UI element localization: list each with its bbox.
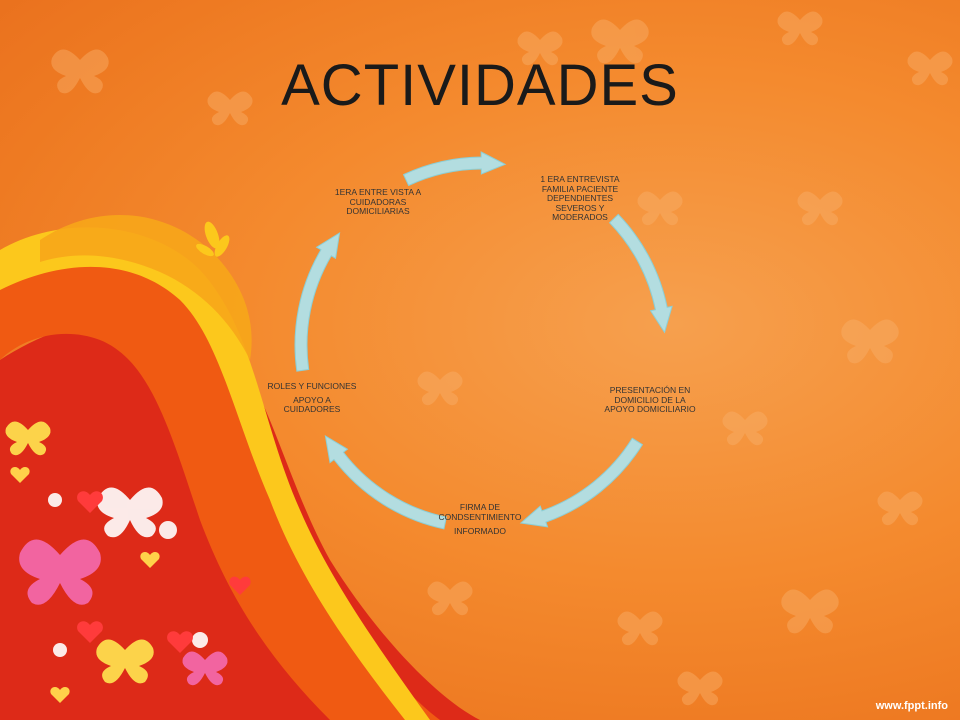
node-line: FAMILIA PACIENTE <box>541 183 619 194</box>
swirl-gold <box>40 214 252 360</box>
node-line: PRESENTACIÓN EN <box>609 385 691 395</box>
cycle-arrow-4 <box>324 435 448 530</box>
node-line: CUIDADORAS <box>349 196 407 207</box>
node-line: DOMICILIARIAS <box>346 206 410 216</box>
tendril-flower <box>196 221 230 257</box>
node-line: CONDSENTIMIENTO <box>438 511 522 522</box>
node-line: DOMICILIO DE LA <box>614 394 686 405</box>
slide-title: ACTIVIDADES <box>281 53 679 118</box>
node-entrevista-cuidadoras: 1ERA ENTRE VISTA A CUIDADORAS DOMICILIAR… <box>318 187 438 217</box>
node-line: 1 ERA ENTREVISTA <box>540 174 620 184</box>
node-line: MODERADOS <box>552 212 608 222</box>
node-line: DEPENDIENTES <box>546 193 614 203</box>
node-line: INFORMADO <box>454 526 506 536</box>
node-line: FIRMA DE <box>459 502 501 512</box>
node-line: CUIDADORES <box>283 404 341 414</box>
node-line: ROLES Y FUNCIONES <box>267 381 357 391</box>
node-line: APOYO DOMICILIARIO <box>604 404 696 414</box>
node-firma-consentimiento: FIRMA DE CONDSENTIMIENTO INFORMADO <box>420 502 540 537</box>
node-line: 1ERA ENTRE VISTA A <box>334 187 422 197</box>
node-entrevista-familia: 1 ERA ENTREVISTA FAMILIA PACIENTE DEPEND… <box>525 174 635 223</box>
node-roles-funciones: ROLES Y FUNCIONES APOYO A CUIDADORES <box>252 381 372 415</box>
cycle-arrow-5 <box>294 231 341 372</box>
swirl-yellow <box>0 227 430 720</box>
node-line: SEVEROS Y <box>555 202 605 213</box>
cycle-arrow-2 <box>608 213 673 334</box>
node-presentacion-domicilio: PRESENTACIÓN EN DOMICILIO DE LA APOYO DO… <box>590 385 710 415</box>
cycle-arrow-1 <box>402 151 507 187</box>
red-area-decorations <box>5 421 251 703</box>
cycle-arrow-3 <box>519 437 644 528</box>
node-line: APOYO A <box>293 394 331 405</box>
footer-website: www.fppt.info <box>875 700 948 712</box>
